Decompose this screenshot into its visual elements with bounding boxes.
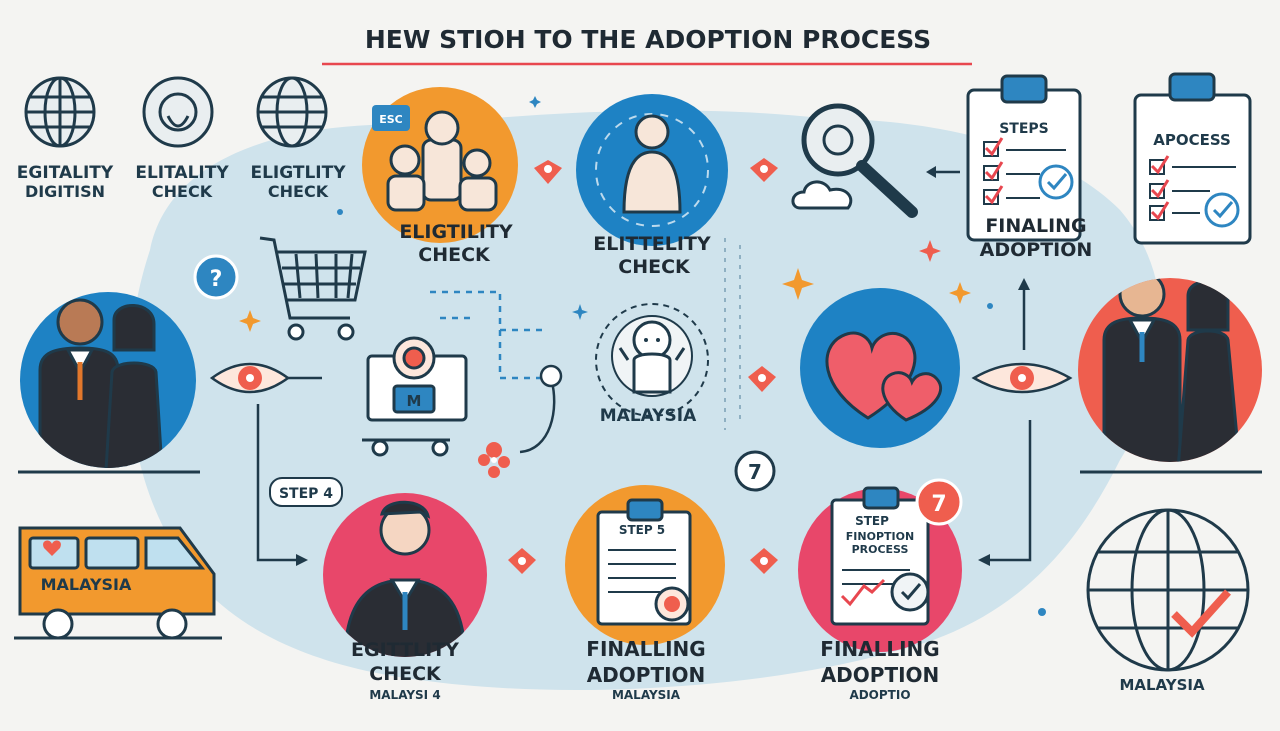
clipboard1-caption-line1: FINALING: [985, 215, 1086, 237]
circle1-label-line2: CHECK: [418, 244, 491, 266]
number-badge-label: 7: [931, 492, 946, 517]
globe1-label-line1: EGITALITY: [17, 163, 114, 183]
clipboard-process-circle: STEP FINOPTION PROCESS: [798, 486, 962, 652]
baby-icon: [595, 303, 709, 417]
step4-badge: [269, 477, 343, 507]
globe-right-label: MALAYSIA: [1119, 676, 1205, 694]
clipboard-checklist-icon: APOCESS: [1133, 72, 1252, 245]
circle2-label-line2: CHECK: [618, 256, 691, 278]
couple-icon: [20, 292, 196, 468]
question-icon-label: ?: [210, 267, 223, 292]
clip-bottom2-header-line1: STEP: [855, 514, 889, 528]
dashed-connector: [430, 290, 545, 380]
esc-tag: [372, 105, 410, 131]
globe3-label-line2: CHECK: [268, 182, 329, 201]
clip-bottom2-header-line3: PROCESS: [852, 543, 909, 556]
number-badge: 7: [734, 450, 776, 492]
sparkle-decoration: [478, 240, 941, 478]
diamond-connector: [750, 548, 778, 574]
globe-icon: [1086, 508, 1250, 672]
globe3-label-line1: ELIGTLITY: [250, 163, 346, 183]
van-icon: [14, 526, 222, 640]
clipboard-checklist-icon: STEPS: [966, 74, 1082, 242]
diamond-connector: [534, 160, 562, 184]
clip-bottom2-header-line2: FINOPTION: [846, 530, 914, 543]
circle1-label-line1: ELIGTILITY: [399, 221, 513, 243]
shopping-cart-icon: [259, 236, 367, 341]
connector-line: [985, 420, 1032, 562]
shopping-cart-icon: [362, 336, 468, 457]
baby-label: MALAYSIA: [600, 406, 697, 426]
step4-badge-label: STEP 4: [279, 486, 333, 502]
arrow-right-head: [296, 554, 308, 566]
clipboard1-header: STEPS: [999, 121, 1049, 137]
bottom1-label-line3: MALAYSI 4: [369, 688, 440, 702]
bottom2-label-line2: ADOPTION: [587, 663, 706, 687]
cart-sign: M: [407, 392, 422, 410]
page-title: HEW STIOH TO THE ADOPTION PROCESS: [365, 25, 931, 54]
bottom3-label-line2: ADOPTION: [821, 663, 940, 687]
diamond-connector: [748, 366, 776, 392]
clipboard-step-circle: STEP 5: [565, 485, 725, 645]
eligibility-circle-1: ESC: [362, 87, 518, 243]
number-badge-label: 7: [748, 460, 762, 484]
globe2-label-line2: CHECK: [152, 182, 213, 201]
bottom1-label-line1: EGITTLITY: [351, 639, 459, 661]
clipboard2-header: APOCESS: [1153, 131, 1231, 149]
connector-line: [256, 404, 300, 562]
clip-bottom-header: STEP 5: [619, 523, 665, 537]
magnifying-glass-icon: [791, 103, 918, 218]
van-label: MALAYSIA: [41, 575, 132, 594]
sparkle-decoration: [239, 268, 971, 332]
esc-tag-label: ESC: [379, 113, 403, 126]
bottom2-label-line1: FINALLING: [586, 637, 705, 661]
hearts-icon: [800, 288, 960, 448]
globe2-label-line1: ELITALITY: [135, 163, 229, 183]
question-icon: ?: [193, 254, 239, 300]
globe-icon: [24, 76, 96, 148]
bottom2-label-line3: MALAYSIA: [612, 688, 681, 702]
arrow-left-head: [978, 554, 990, 566]
sparkle-decoration: [337, 96, 1046, 616]
eye-connector-icon: [971, 362, 1073, 394]
globe-icon: [142, 76, 214, 148]
curved-connector: [519, 377, 556, 454]
globe-icon: [256, 76, 328, 148]
globe1-label-line2: DIGITISN: [25, 182, 105, 201]
bottom3-label-line1: FINALLING: [820, 637, 939, 661]
clipboard1-caption-line2: ADOPTION: [980, 239, 1093, 261]
dashed-connector: [724, 238, 741, 430]
bottom1-label-line2: CHECK: [369, 663, 442, 685]
arrow-up-head: [1018, 278, 1030, 290]
arrow-left-head: [926, 166, 936, 178]
diamond-connector: [508, 548, 536, 574]
circle2-label-line1: ELITTELITY: [593, 233, 711, 255]
connector-node: [539, 364, 563, 388]
couple-icon: [1078, 278, 1262, 462]
number-badge: 7: [915, 478, 963, 526]
diamond-connector: [750, 158, 778, 182]
eligibility-circle-2: [576, 94, 728, 246]
eligibility-circle-3: [323, 493, 487, 657]
bottom3-label-line3: ADOPTIO: [849, 688, 910, 702]
